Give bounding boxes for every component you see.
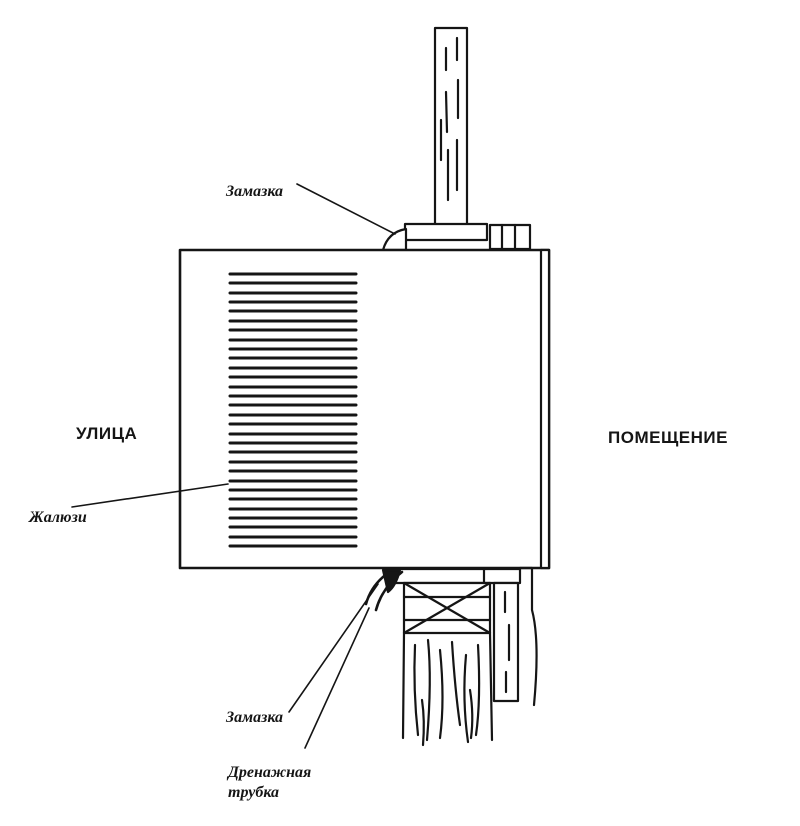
leader-putty-top	[296, 183, 396, 235]
leader-putty-bottom	[288, 583, 379, 713]
putty-top-label: Замазка	[226, 183, 284, 200]
window-frame-lower	[386, 566, 538, 707]
top-putty	[381, 227, 408, 252]
drain-tube-label: Дренажная трубка	[228, 763, 311, 803]
louver-slats	[228, 272, 358, 548]
louvers-label: Жалюзи	[29, 509, 87, 526]
putty-bottom-label: Замазка	[226, 709, 284, 726]
leader-drain-tube	[304, 607, 370, 749]
bottom-putty	[381, 568, 402, 594]
window-frame-upper	[433, 26, 469, 227]
wall-below	[401, 631, 494, 747]
drain-tube-label-line2: трубка	[228, 784, 280, 801]
inside-label: ПОМЕЩЕНИЕ	[608, 428, 728, 447]
leader-louvers	[71, 483, 229, 508]
top-window-rail	[403, 222, 532, 251]
drain-tube-label-line1: Дренажная	[228, 764, 312, 781]
outside-label: УЛИЦА	[76, 424, 138, 443]
air-conditioner-unit	[178, 248, 551, 570]
